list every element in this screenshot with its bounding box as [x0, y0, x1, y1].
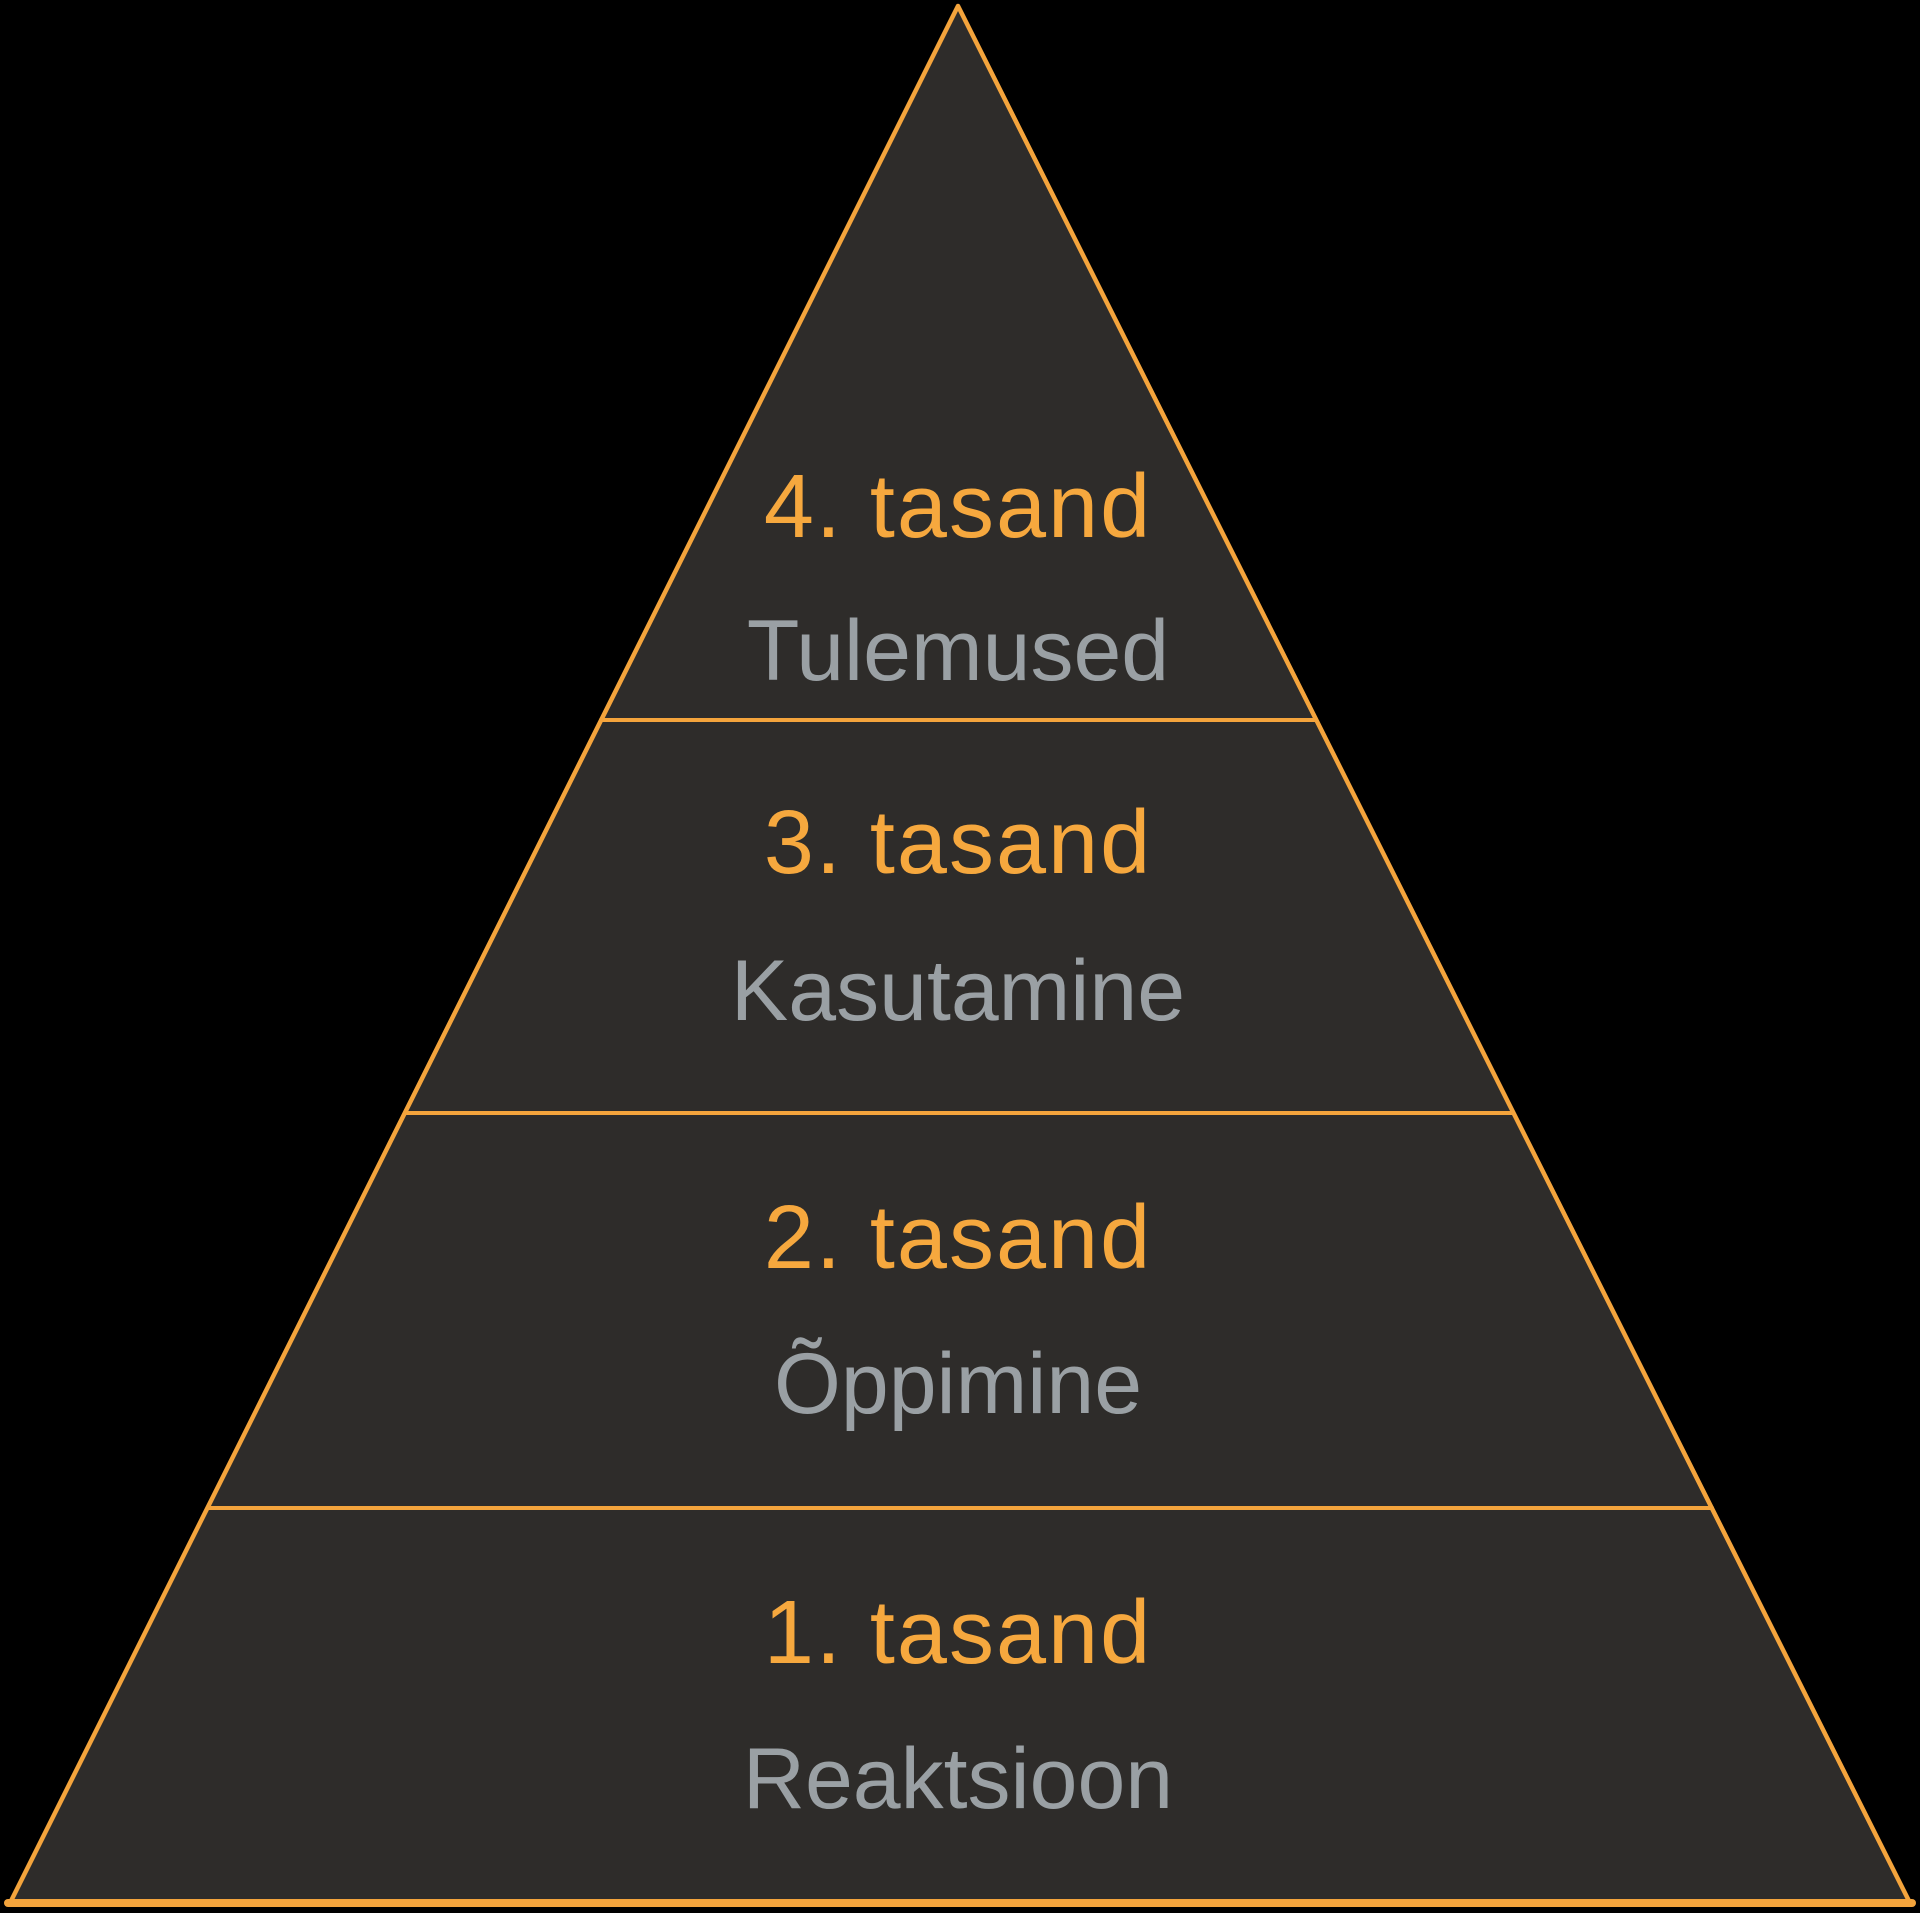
level-1-title: 1. tasand: [764, 1583, 1152, 1683]
level-3-subtitle: Kasutamine: [731, 943, 1185, 1039]
level-2-subtitle: Õppimine: [774, 1336, 1142, 1432]
level-1-subtitle: Reaktsioon: [743, 1731, 1173, 1827]
level-3-title: 3. tasand: [764, 793, 1152, 893]
level-4-subtitle: Tulemused: [747, 603, 1169, 699]
level-2-title: 2. tasand: [764, 1188, 1152, 1288]
level-4-title: 4. tasand: [764, 457, 1152, 557]
